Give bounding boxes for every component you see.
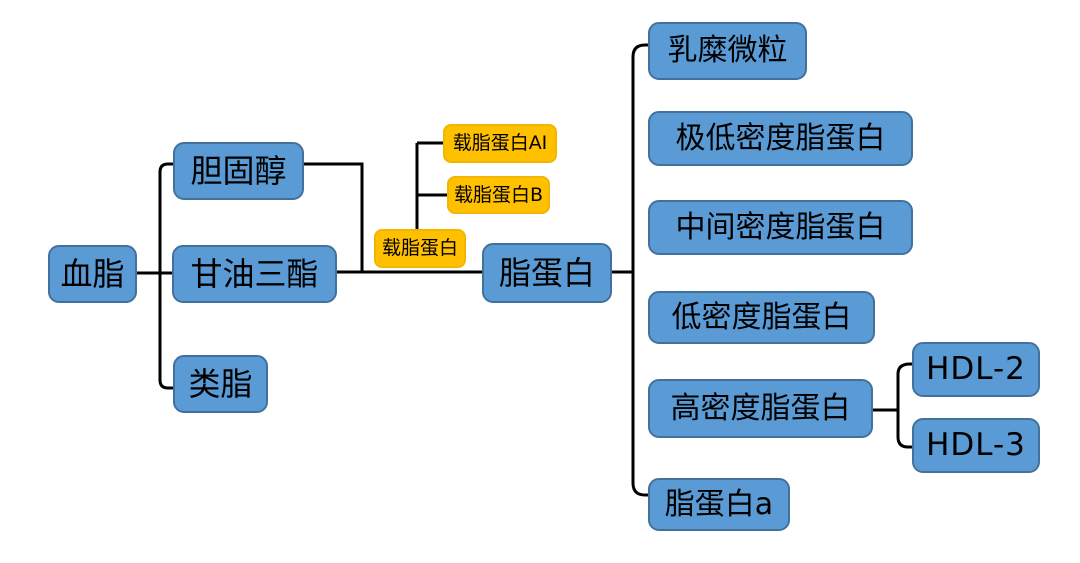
node-triglyceride: 甘油三酯: [172, 245, 337, 303]
node-lipoprotein-a: 脂蛋白a: [648, 478, 790, 531]
edge-left-trunk: [158, 162, 173, 390]
node-apolipoprotein-ai: 载脂蛋白AI: [443, 124, 557, 163]
node-chylomicron: 乳糜微粒: [648, 22, 807, 80]
node-apolipoprotein-b: 载脂蛋白B: [447, 176, 550, 214]
node-apolipoprotein: 载脂蛋白: [374, 229, 466, 268]
node-hdl: 高密度脂蛋白: [648, 379, 873, 438]
node-blood-lipid: 血脂: [48, 245, 137, 303]
node-cholesterol: 胆固醇: [173, 142, 304, 200]
node-hdl-2: HDL-2: [912, 342, 1040, 397]
node-lipoid: 类脂: [173, 355, 268, 413]
edge-cholesterol-branch: [304, 162, 364, 272]
node-hdl-3: HDL-3: [912, 418, 1040, 473]
node-ldl: 低密度脂蛋白: [648, 291, 875, 344]
edge-hdl-bracket: [896, 362, 912, 449]
node-lipoprotein: 脂蛋白: [482, 243, 612, 303]
node-vldl: 极低密度脂蛋白: [648, 111, 913, 166]
edge-right-trunk: [631, 43, 648, 497]
node-idl: 中间密度脂蛋白: [648, 200, 913, 255]
